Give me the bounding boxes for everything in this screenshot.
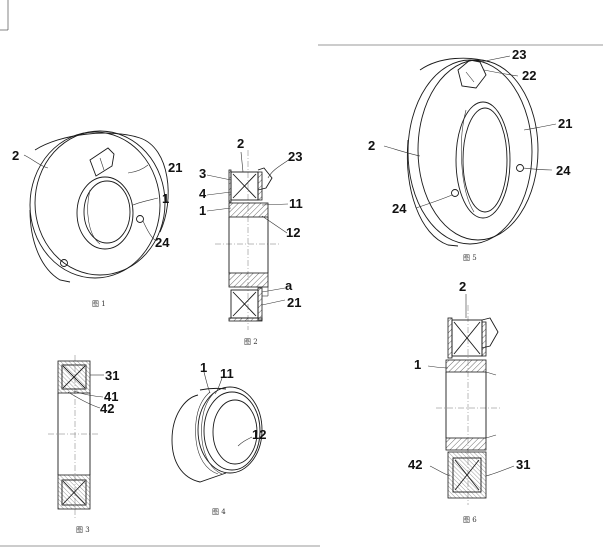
fig1-bearing-ring-drawing	[29, 130, 169, 283]
fig1-label-21: 21	[168, 160, 182, 175]
fig1-leaders	[23, 154, 159, 241]
fig3-label-41: 41	[104, 389, 118, 404]
fig2-leaders	[206, 151, 291, 306]
fig2-label-11: 11	[289, 196, 303, 211]
fig6-label-42: 42	[408, 457, 422, 472]
fig6-caption: 图 6	[463, 516, 477, 524]
figure-2: 2 3 4 1 23 11 12 a 21 图 2	[199, 136, 303, 346]
figure-3: 31 41 42 图 3	[48, 355, 119, 534]
fig5-label-2: 2	[368, 138, 375, 153]
fig5-caption: 图 5	[463, 254, 477, 262]
fig1-label-1: 1	[162, 191, 169, 206]
fig4-label-12: 12	[252, 427, 266, 442]
fig4-inner-ring-drawing	[171, 386, 263, 483]
figure-1: 2 21 1 24 图 1	[12, 130, 182, 308]
fig3-label-42: 42	[100, 401, 114, 416]
fig2-label-12: 12	[286, 225, 300, 240]
fig1-label-2: 2	[12, 148, 19, 163]
fig3-caption: 图 3	[76, 526, 90, 534]
fig4-label-11: 11	[220, 366, 234, 381]
fig6-label-1: 1	[414, 357, 421, 372]
fig6-section-drawing	[436, 305, 500, 505]
fig4-leaders	[203, 371, 253, 447]
fig3-leaders	[67, 374, 104, 409]
fig1-label-24: 24	[155, 235, 170, 250]
fig5-label-21: 21	[558, 116, 572, 131]
fig6-leaders	[427, 294, 515, 477]
fig3-label-31: 31	[105, 368, 119, 383]
fig2-label-a: a	[285, 278, 293, 293]
fig6-label-31: 31	[516, 457, 530, 472]
fig2-label-3: 3	[199, 166, 206, 181]
fig2-section-drawing	[215, 150, 280, 330]
fig5-leaders	[383, 55, 557, 209]
figure-5: 23 22 21 2 24 24 图 5	[368, 47, 572, 262]
fig2-label-2: 2	[237, 136, 244, 151]
fig5-label-24-left: 24	[392, 201, 407, 216]
fig2-label-21: 21	[287, 295, 301, 310]
fig2-caption: 图 2	[244, 338, 258, 346]
fig5-label-23: 23	[512, 47, 526, 62]
figure-4: 1 11 12 图 4	[171, 360, 266, 516]
fig2-label-4: 4	[199, 186, 207, 201]
fig2-label-23: 23	[288, 149, 302, 164]
fig5-label-24-right: 24	[556, 163, 571, 178]
fig5-bearing-ring-drawing	[406, 57, 539, 247]
fig1-caption: 图 1	[92, 300, 106, 308]
fig2-label-1: 1	[199, 203, 206, 218]
fig6-label-2: 2	[459, 279, 466, 294]
fig5-label-22: 22	[522, 68, 536, 83]
fig4-caption: 图 4	[212, 508, 226, 516]
fig4-label-1: 1	[200, 360, 207, 375]
fig3-section-drawing	[48, 355, 100, 520]
figure-6: 2 1 42 31 图 6	[408, 279, 530, 524]
